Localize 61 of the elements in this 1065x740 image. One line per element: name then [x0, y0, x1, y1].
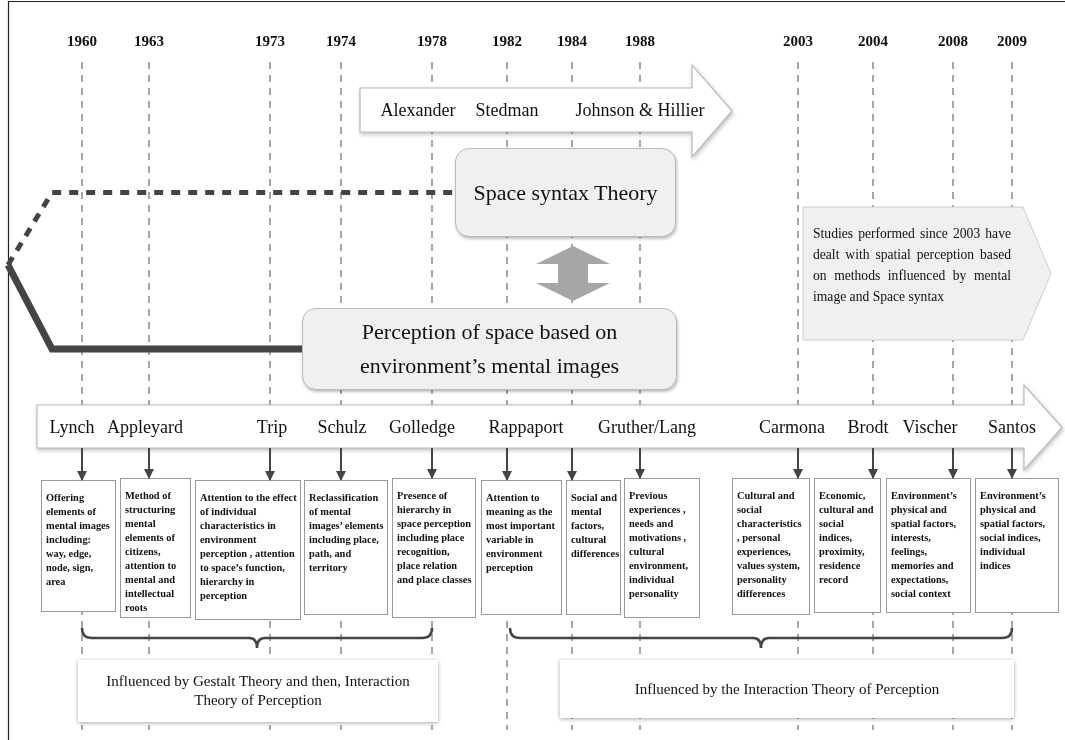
arrow — [265, 447, 275, 481]
theory-box: Space syntax Theory — [455, 148, 676, 237]
arrow — [144, 447, 154, 479]
callout-arrow — [803, 207, 1051, 340]
arrow — [1007, 447, 1017, 479]
year-label: 1963 — [134, 33, 164, 50]
description-box: Attention to the effect of individual characteristics in environment perception , attention to space’s function, hierarchy in perception — [195, 480, 301, 620]
author-name: Santos — [988, 417, 1036, 438]
description-box: Previous experiences , needs and motivations , cultural environment, individual personality — [624, 478, 700, 618]
arrow — [427, 447, 437, 479]
arrow — [77, 447, 87, 481]
author-name: Brodt — [847, 417, 889, 438]
double-arrow — [536, 246, 610, 301]
arrow — [793, 447, 803, 479]
author-name: Gruther/Lang — [598, 417, 696, 438]
year-label: 1960 — [67, 33, 97, 50]
author-name: Carmona — [759, 417, 825, 438]
timeline-arrow-band — [360, 65, 732, 157]
description-box: Environment’s physical and spatial factors, social indices, individual indices — [975, 478, 1059, 613]
arrow — [948, 447, 958, 479]
author-name: Stedman — [475, 100, 539, 121]
year-label: 2009 — [997, 33, 1027, 50]
description-box: Cultural and social characteristics , personal experiences, values system, personality differences — [732, 478, 810, 615]
year-label: 2004 — [858, 33, 888, 50]
description-box: Environment’s physical and spatial factors, interests, feelings, memories and expectations, social context — [886, 478, 971, 613]
year-label: 2003 — [783, 33, 813, 50]
description-box: Method of structuring mental elements of citizens, attention to mental and intellectual roots — [120, 478, 191, 618]
year-label: 1988 — [625, 33, 655, 50]
connector-line — [5, 190, 455, 267]
author-name: Rappaport — [488, 417, 564, 438]
description-box: Offering elements of mental images including: way, edge, node, sign, area — [41, 480, 116, 612]
timeline-arrow-band — [37, 385, 1062, 470]
theory-box: Perception of space based on environment’s mental images — [302, 308, 677, 390]
description-box: Presence of hierarchy in space perception including place recognition, place relation and place classes — [392, 478, 476, 618]
description-box: Reclassification of mental images’ elements including place, path, and territory — [304, 480, 388, 615]
author-name: Golledge — [389, 417, 455, 438]
note-box: Influenced by the Interaction Theory of Perception — [560, 660, 1014, 718]
note-text: Studies performed since 2003 have dealt with spatial perception based on methods influenced by mental image and Space syntax — [813, 225, 1011, 306]
description-box: Economic, cultural and social indices, proximity, residence record — [814, 478, 881, 613]
year-label: 1982 — [492, 33, 522, 50]
description-box: Attention to meaning as the most important variable in environment perception — [481, 480, 562, 615]
author-name: Trip — [256, 417, 288, 438]
author-name: Lynch — [49, 417, 95, 438]
connector-line — [4, 263, 302, 353]
year-label: 2008 — [938, 33, 968, 50]
author-name: Johnson & Hillier — [575, 100, 705, 121]
author-name: Vischer — [902, 417, 958, 438]
year-label: 1973 — [255, 33, 285, 50]
year-label: 1978 — [417, 33, 447, 50]
author-name: Appleyard — [107, 417, 183, 438]
description-box: Social and mental factors, cultural differences — [566, 480, 621, 615]
arrow — [336, 447, 346, 481]
note-box: Influenced by Gestalt Theory and then, Interaction Theory of Perception — [78, 660, 438, 722]
arrow — [635, 447, 645, 479]
arrow — [868, 447, 878, 479]
author-name: Schulz — [317, 417, 367, 438]
year-label: 1984 — [557, 33, 587, 50]
arrow — [502, 447, 512, 481]
arrow — [567, 447, 577, 481]
author-name: Alexander — [380, 100, 456, 121]
year-label: 1974 — [326, 33, 356, 50]
